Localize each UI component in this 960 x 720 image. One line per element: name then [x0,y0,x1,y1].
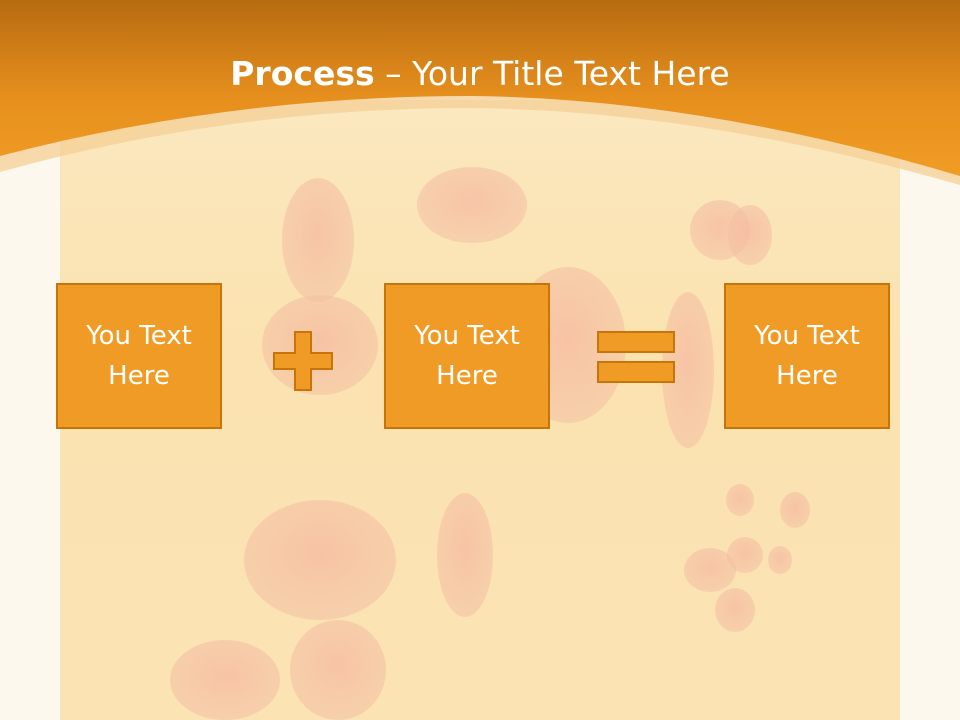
process-box-label: You Text Here [754,321,860,391]
title-rest-part: – Your Title Text Here [374,54,730,93]
process-box-label: You Text Here [414,321,520,391]
process-box-3[interactable]: You Text Here [724,283,890,429]
title-bold-part: Process [230,54,375,93]
process-box-2[interactable]: You Text Here [384,283,550,429]
process-box-1[interactable]: You Text Here [56,283,222,429]
plus-icon [273,331,333,391]
page-title: Process – Your Title Text Here [0,52,960,96]
process-box-label: You Text Here [86,321,192,391]
header-banner [0,0,960,185]
equals-icon [597,331,675,383]
